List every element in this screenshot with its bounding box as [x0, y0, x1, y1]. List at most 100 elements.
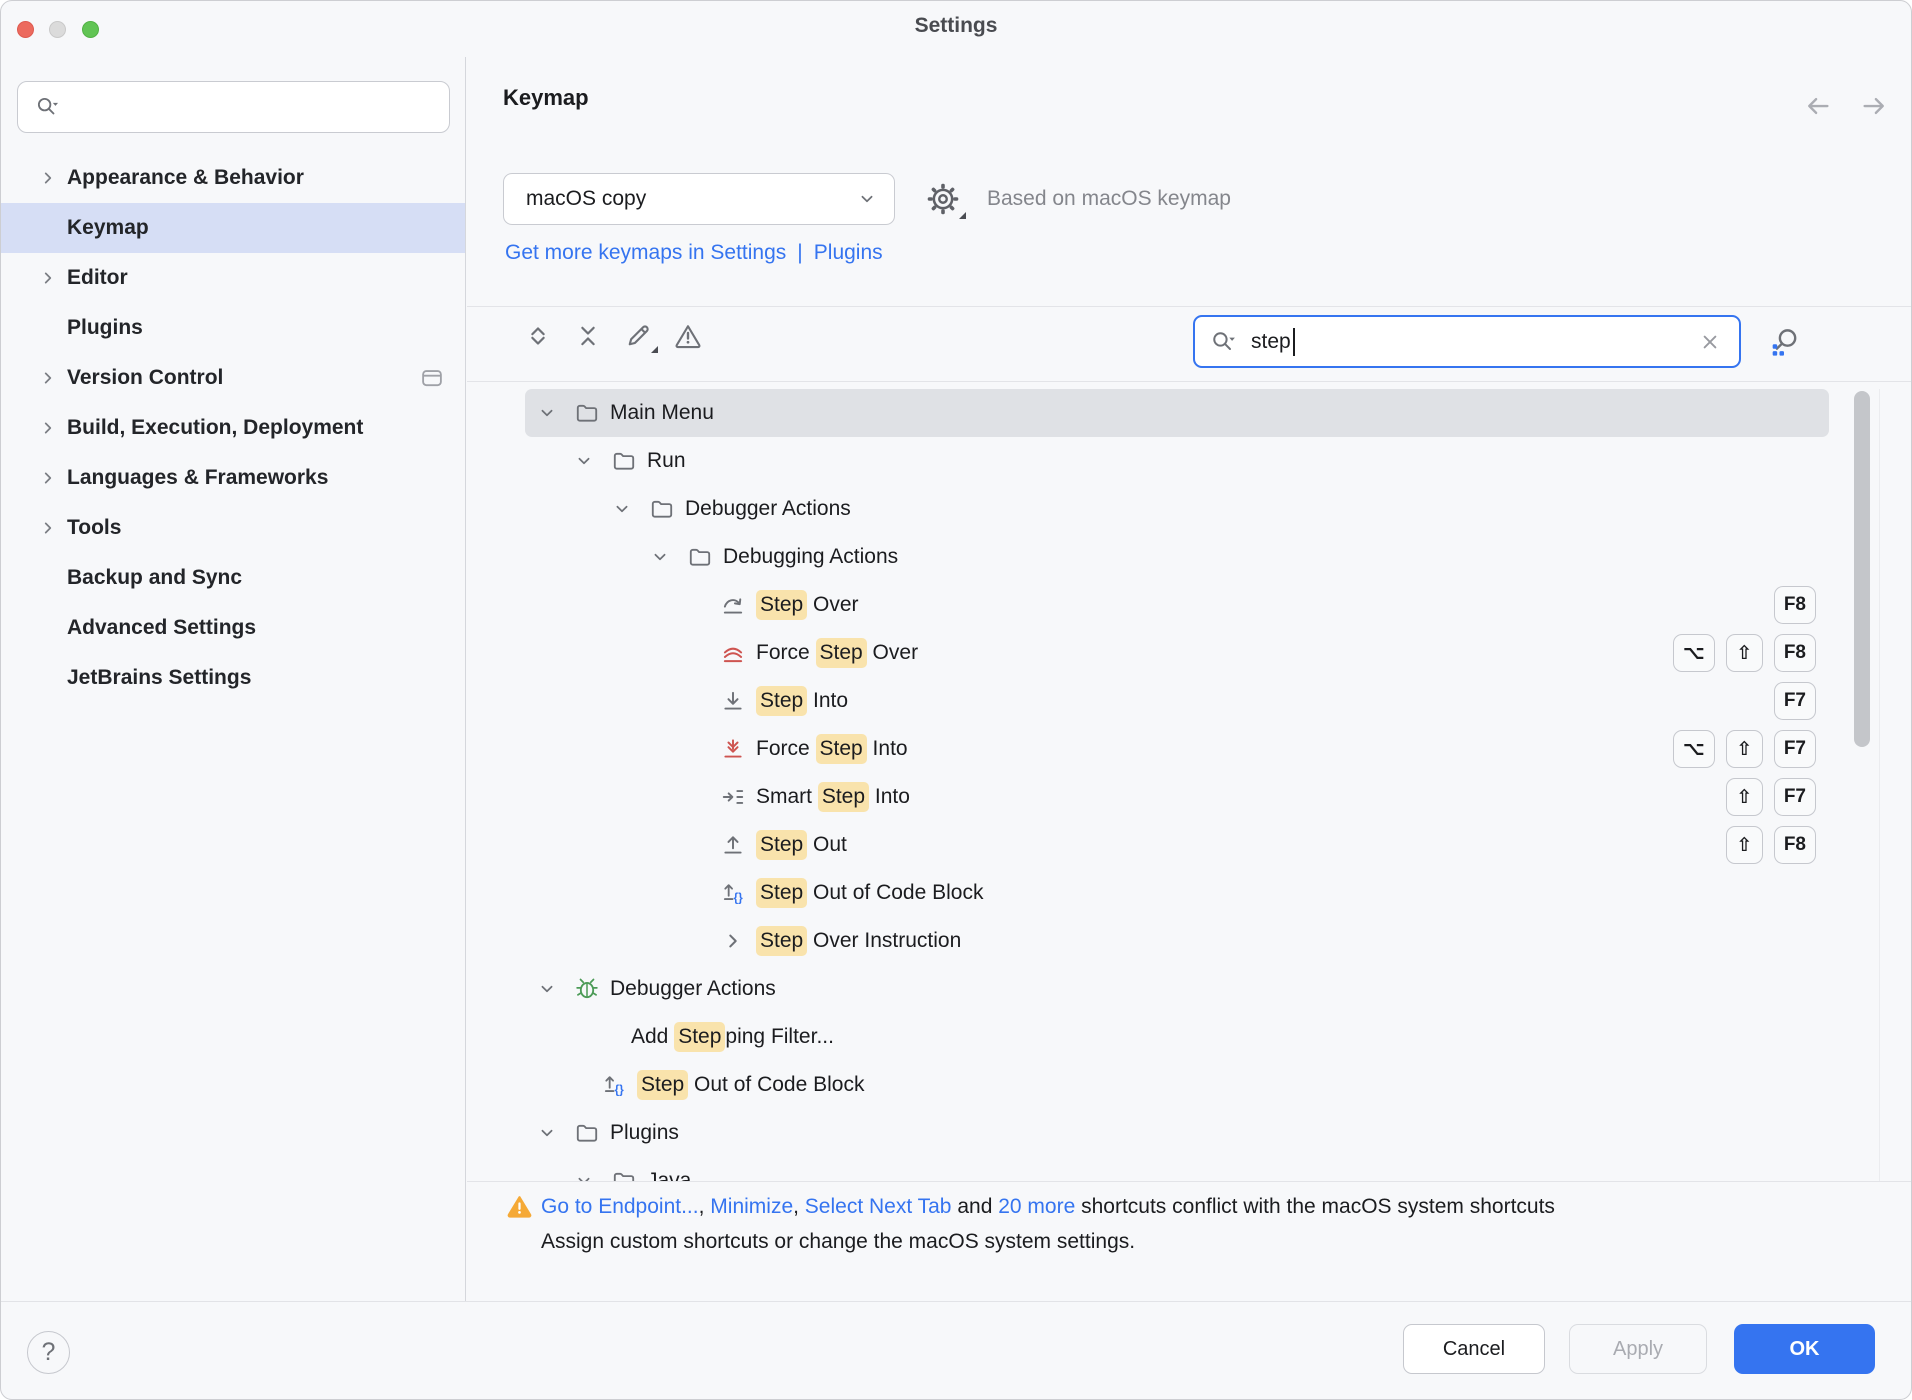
more-shortcuts-link[interactable]: 20 more — [998, 1195, 1076, 1218]
force-step-over-icon — [720, 640, 746, 666]
divider — [467, 1181, 1911, 1182]
minimize-window-button[interactable] — [49, 21, 66, 38]
tree-row-plugins[interactable]: Plugins — [525, 1109, 1829, 1157]
chevron-down-icon[interactable] — [611, 498, 633, 520]
minimize-link[interactable]: Minimize — [710, 1195, 794, 1218]
edit-shortcut-icon[interactable] — [623, 321, 658, 353]
chevron-right-icon[interactable] — [37, 417, 59, 439]
tree-row-step-out[interactable]: Step Out ⇧F8 — [525, 821, 1829, 869]
warning-line2: Assign custom shortcuts or change the ma… — [541, 1230, 1136, 1253]
back-arrow-icon[interactable] — [1803, 91, 1833, 121]
ok-button[interactable]: OK — [1734, 1324, 1875, 1374]
tree-row-debugging-actions-folder[interactable]: Debugging Actions — [525, 533, 1829, 581]
zoom-window-button[interactable] — [82, 21, 99, 38]
plugins-link[interactable]: Plugins — [813, 241, 883, 264]
chevron-right-icon[interactable] — [37, 367, 59, 389]
sidebar-item-editor[interactable]: Editor — [1, 253, 465, 303]
settings-sidebar: Appearance & Behavior Keymap Editor Plug… — [1, 57, 466, 1301]
chevron-right-icon[interactable] — [720, 928, 746, 954]
vertical-scrollbar[interactable] — [1854, 391, 1870, 747]
history-nav — [1803, 91, 1889, 121]
text-caret — [1292, 327, 1295, 356]
tree-row-java[interactable]: Java — [525, 1157, 1829, 1181]
sidebar-item-keymap[interactable]: Keymap — [1, 203, 465, 253]
shortcut-keys: ⇧F8 — [1725, 826, 1816, 864]
sidebar-item-plugins[interactable]: Plugins — [67, 316, 143, 339]
step-over-icon — [720, 592, 746, 618]
tree-row-step-over-instruction[interactable]: Step Over Instruction — [525, 917, 1829, 965]
divider — [467, 306, 1911, 307]
keymap-panel: Keymap macOS copy Based on macOS keymap … — [467, 57, 1911, 1301]
apply-button[interactable]: Apply — [1569, 1324, 1707, 1374]
chevron-right-icon[interactable] — [37, 517, 59, 539]
go-to-endpoint-link[interactable]: Go to Endpoint... — [541, 1195, 699, 1218]
cancel-button[interactable]: Cancel — [1403, 1324, 1545, 1374]
sidebar-item-build-execution-deployment[interactable]: Build, Execution, Deployment — [1, 403, 465, 453]
scroll-track-border — [1879, 389, 1880, 1181]
shortcut-keys: F8 — [1773, 586, 1816, 624]
chevron-down-icon[interactable] — [536, 978, 558, 1000]
collapse-all-icon[interactable] — [573, 321, 603, 351]
tree-toolbar — [523, 321, 703, 353]
folder-icon — [574, 1120, 600, 1146]
sidebar-item-jetbrains-settings[interactable]: JetBrains Settings — [67, 666, 252, 689]
search-value: step — [1251, 329, 1291, 353]
get-more-keymaps-link[interactable]: Get more keymaps in Settings — [505, 241, 787, 264]
sidebar-item-languages-frameworks[interactable]: Languages & Frameworks — [1, 453, 465, 503]
tree-row-step-over[interactable]: Step Over F8 — [525, 581, 1829, 629]
action-search-input[interactable]: step — [1193, 315, 1741, 368]
warning-icon — [506, 1193, 533, 1220]
tree-row-step-out-of-code-block-2[interactable]: Step Out of Code Block — [525, 1061, 1829, 1109]
keymap-dropdown-value: macOS copy — [526, 187, 647, 210]
select-next-tab-link[interactable]: Select Next Tab — [804, 1195, 952, 1218]
tree-row-force-step-into[interactable]: Force Step Into ⌥⇧F7 — [525, 725, 1829, 773]
chevron-down-icon[interactable] — [536, 1122, 558, 1144]
shortcut-keys: ⇧F7 — [1725, 778, 1816, 816]
tree-row-debugger-actions-folder[interactable]: Debugger Actions — [525, 485, 1829, 533]
tree-row-force-step-over[interactable]: Force Step Over ⌥⇧F8 — [525, 629, 1829, 677]
step-out-of-code-block-icon — [720, 880, 746, 906]
keymap-dropdown[interactable]: macOS copy — [503, 173, 895, 225]
chevron-down-icon[interactable] — [649, 546, 671, 568]
tree-row-run[interactable]: Run — [525, 437, 1829, 485]
chevron-right-icon[interactable] — [37, 167, 59, 189]
smart-step-into-icon — [720, 784, 746, 810]
keymap-options-gear-button[interactable] — [925, 181, 966, 219]
shortcut-keys: ⌥⇧F7 — [1672, 730, 1816, 768]
shortcut-keys: F7 — [1773, 682, 1816, 720]
page-title: Keymap — [503, 85, 589, 110]
tree-row-smart-step-into[interactable]: Smart Step Into ⇧F7 — [525, 773, 1829, 821]
sidebar-item-appearance-behavior[interactable]: Appearance & Behavior — [1, 153, 465, 203]
sidebar-item-advanced-settings[interactable]: Advanced Settings — [67, 616, 257, 639]
folder-icon — [611, 448, 637, 474]
sidebar-item-version-control[interactable]: Version Control — [1, 353, 465, 403]
help-button[interactable]: ? — [27, 1331, 70, 1374]
close-window-button[interactable] — [17, 21, 34, 38]
tree-row-step-into[interactable]: Step Into F7 — [525, 677, 1829, 725]
sidebar-item-tools[interactable]: Tools — [1, 503, 465, 553]
expand-all-icon[interactable] — [523, 321, 553, 351]
show-conflicts-warning-icon[interactable] — [673, 321, 703, 351]
forward-arrow-icon[interactable] — [1859, 91, 1889, 121]
chevron-right-icon[interactable] — [37, 267, 59, 289]
tree-row-debugger-actions-section[interactable]: Debugger Actions — [525, 965, 1829, 1013]
chevron-down-icon[interactable] — [573, 1170, 595, 1181]
shortcut-keys: ⌥⇧F8 — [1672, 634, 1816, 672]
sidebar-item-backup-and-sync[interactable]: Backup and Sync — [67, 566, 243, 589]
chevron-down-icon — [856, 188, 878, 210]
chevron-down-icon[interactable] — [573, 450, 595, 472]
clear-search-icon[interactable] — [1697, 329, 1723, 355]
force-step-into-icon — [720, 736, 746, 762]
keymap-tree: Main Menu Run Debugger Actions Debugging… — [467, 389, 1911, 1181]
find-actions-by-shortcut-icon[interactable] — [1767, 325, 1801, 359]
chevron-down-icon[interactable] — [536, 402, 558, 424]
sidebar-search-input[interactable] — [17, 81, 450, 133]
folder-icon — [574, 400, 600, 426]
step-into-icon — [720, 688, 746, 714]
tree-row-main-menu[interactable]: Main Menu — [525, 389, 1829, 437]
get-more-keymaps-links: Get more keymaps in Settings | Plugins — [505, 235, 883, 271]
chevron-right-icon[interactable] — [37, 467, 59, 489]
tree-row-step-out-of-code-block[interactable]: Step Out of Code Block — [525, 869, 1829, 917]
